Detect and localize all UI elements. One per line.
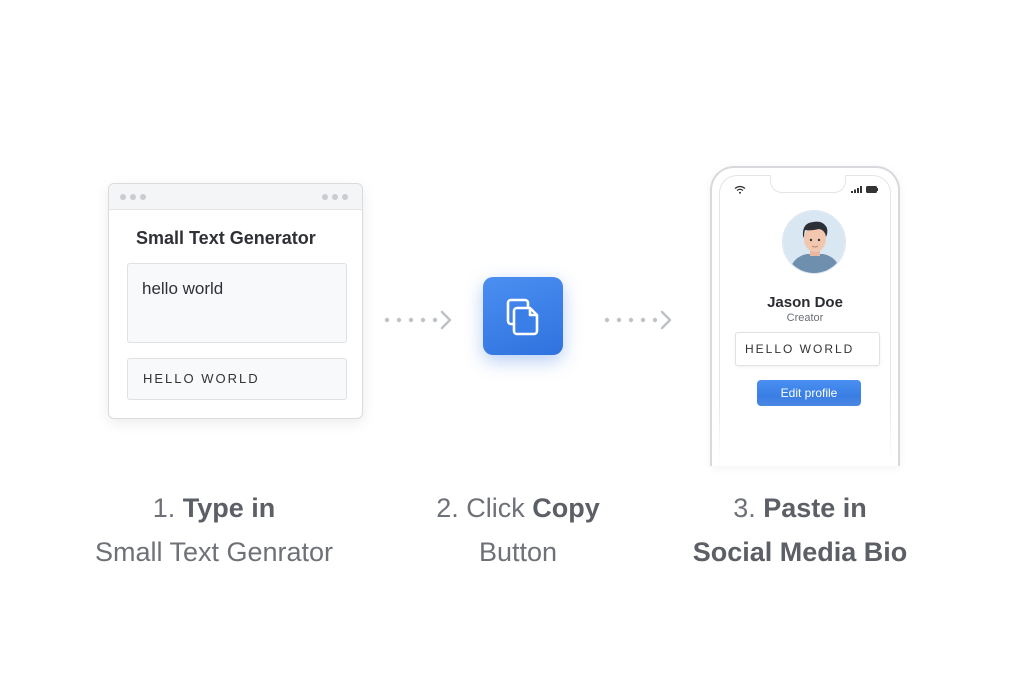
window-titlebar	[109, 184, 362, 210]
wifi-icon	[734, 185, 746, 194]
step-1-caption: 1. Type in Small Text Genrator	[94, 493, 334, 567]
signal-icon	[851, 186, 862, 193]
window-dots-right	[322, 194, 348, 200]
generator-title: Small Text Generator	[136, 228, 316, 248]
window-dots-left	[120, 194, 146, 200]
avatar	[782, 210, 846, 274]
step-3-caption: 3. Paste in Social Media Bio	[692, 493, 908, 567]
phone-notch	[770, 175, 846, 193]
profile-role: Creator	[786, 312, 824, 324]
arrow-right-icon	[384, 310, 452, 330]
generator-window: Small Text Generator hello world HELLO W…	[108, 183, 363, 419]
battery-icon	[866, 186, 878, 193]
step-2-caption: 2. Click Copy Button	[436, 493, 600, 567]
bio-field[interactable]: HELLO WORLD	[735, 332, 880, 366]
phone-fade	[712, 396, 898, 466]
phone-mockup: Jason Doe Creator HELLO WORLD Edit profi…	[710, 166, 900, 466]
arrow-right-icon	[604, 310, 672, 330]
status-icons	[851, 186, 878, 193]
small-text-output[interactable]: HELLO WORLD	[127, 358, 347, 400]
text-input[interactable]: hello world	[127, 263, 347, 343]
copy-button[interactable]	[483, 277, 563, 355]
copy-icon	[506, 298, 539, 336]
profile-name: Jason Doe	[767, 294, 843, 311]
